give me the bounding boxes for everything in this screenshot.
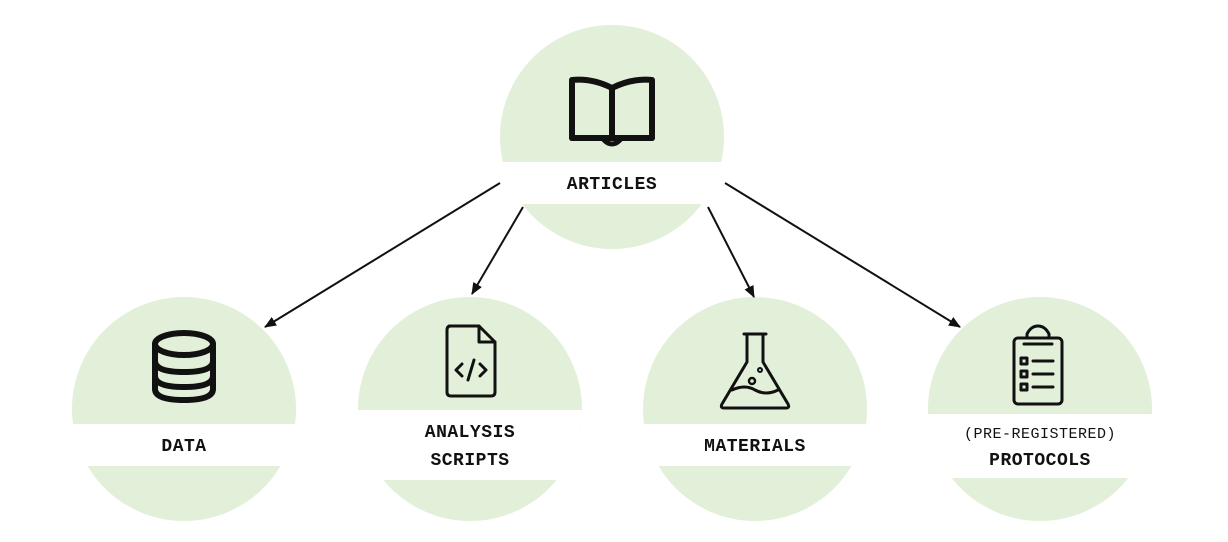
node-circle [358,297,582,521]
label-band [72,424,296,466]
node-label-line-2: PROTOCOLS [989,451,1091,471]
node-label-line-2: SCRIPTS [430,451,509,471]
edge-articles-to-analysis-scripts [471,206,524,295]
clipboard-checklist-icon [1012,324,1064,406]
edge-articles-to-data [264,182,501,328]
label-band [500,162,724,204]
node-label: MATERIALS [704,437,806,457]
node-label-line-1: ANALYSIS [425,423,515,443]
node-label: DATA [161,437,206,457]
flask-icon [719,332,791,410]
label-band [358,410,582,480]
node-protocols: (PRE-REGISTERED) PROTOCOLS [928,297,1152,521]
label-band [643,424,867,466]
node-articles: ARTICLES [500,25,724,249]
database-icon [152,330,216,403]
node-data: DATA [72,297,296,521]
node-circle [928,297,1152,521]
node-analysis-scripts: ANALYSIS SCRIPTS [358,297,582,521]
edge-articles-to-materials [707,206,755,298]
edge-articles-to-protocols [724,182,961,328]
open-book-icon [569,76,655,147]
node-label: ARTICLES [567,175,657,195]
node-label-line-1: (PRE-REGISTERED) [964,426,1116,443]
label-band [928,414,1152,478]
node-materials: MATERIALS [643,297,867,521]
code-file-icon [445,324,497,398]
